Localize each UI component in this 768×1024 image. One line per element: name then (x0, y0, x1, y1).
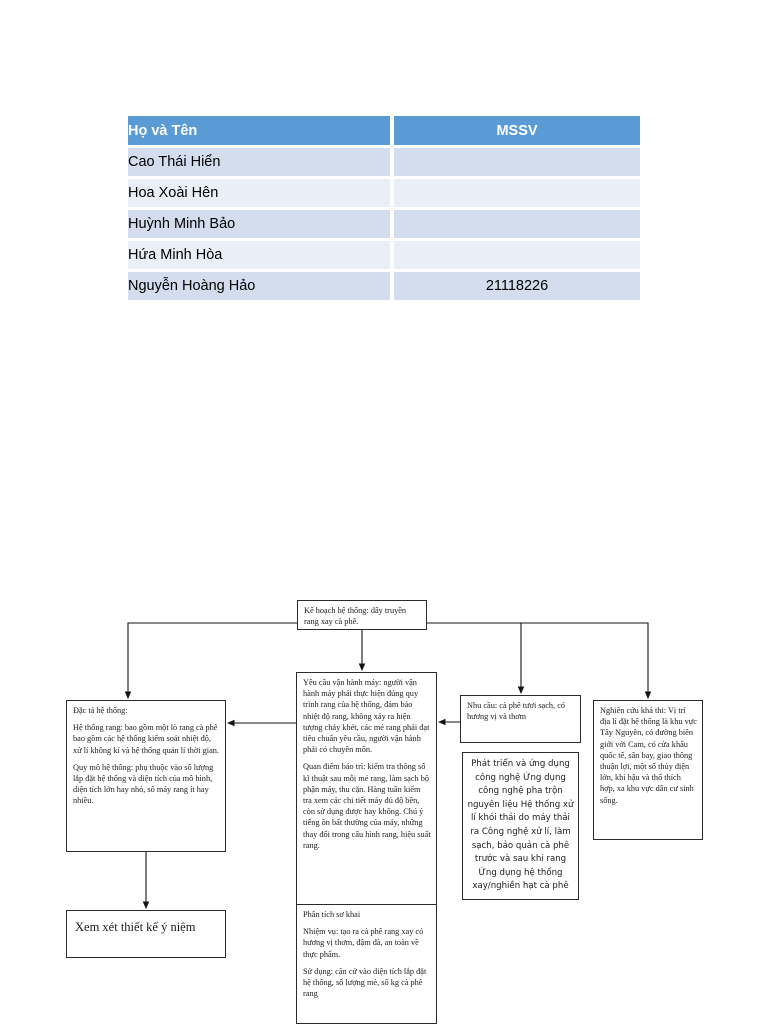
table-row: Huỳnh Minh Bảo (128, 210, 640, 238)
column-divider (390, 148, 394, 176)
row-spacer (128, 238, 640, 241)
table-header-row: Họ và Tên MSSV (128, 116, 640, 145)
cell-name: Huỳnh Minh Bảo (128, 210, 390, 238)
node-customer-need: Nhu cầu: cà phê tươi sạch, có hương vị v… (460, 695, 581, 743)
column-divider (390, 272, 394, 300)
column-divider (390, 210, 394, 238)
node-feasibility-study: Nghiên cứu khả thi: Vị trí địa lí đặt hệ… (593, 700, 703, 840)
node-system-specification: Đặc tả hệ thống: Hệ thống rang: bao gồm … (66, 700, 226, 852)
node-analysis-paragraph-2: Sử dụng: căn cứ vào diện tích lắp đặt hệ… (303, 966, 427, 999)
node-feasibility-text: Nghiên cứu khả thi: Vị trí địa lí đặt hệ… (600, 706, 697, 805)
node-apply-text: Phát triển và ứng dụng công nghệ Ứng dụn… (467, 759, 574, 892)
node-technology-application: Phát triển và ứng dụng công nghệ Ứng dụn… (462, 752, 579, 900)
connector-plan-to-need (427, 622, 525, 695)
node-operate-paragraph-1: Yêu cầu vận hành máy: người vận hành máy… (303, 678, 430, 755)
connector-plan-to-feasibility (427, 622, 652, 700)
node-spec-title: Đặc tả hệ thống: (73, 706, 128, 715)
column-divider (390, 116, 394, 145)
node-need-text: Nhu cầu: cà phê tươi sạch, có hương vị v… (467, 701, 566, 722)
node-system-plan: Kế hoạch hệ thống: dây truyền rang xay c… (297, 600, 427, 630)
node-operate-paragraph-2: Quan điểm bảo trì: kiểm tra thông số kĩ … (303, 762, 431, 850)
node-spec-paragraph-1: Hệ thống rang: bao gồm một lò rang cà ph… (73, 723, 219, 755)
connector-plan-to-spec (124, 622, 297, 700)
node-preliminary-analysis: Phân tích sơ khai Nhiệm vụ: tạo ra cà ph… (296, 904, 437, 1024)
table-header-mssv: MSSV (394, 116, 640, 145)
cell-mssv (394, 210, 640, 238)
row-spacer (128, 269, 640, 272)
row-spacer (128, 145, 640, 148)
cell-mssv (394, 179, 640, 207)
cell-name: Nguyễn Hoàng Hảo (128, 272, 390, 300)
table-header-name: Họ và Tên (128, 116, 390, 145)
node-machine-operation-requirements: Yêu cầu vận hành máy: người vận hành máy… (296, 672, 437, 904)
node-plan-text: Kế hoạch hệ thống: dây truyền rang xay c… (304, 606, 407, 627)
cell-name: Cao Thái Hiển (128, 148, 390, 176)
node-concept-design-review: Xem xét thiết kế ý niệm (66, 910, 226, 958)
node-review-text: Xem xét thiết kế ý niệm (75, 920, 196, 934)
table-row: Hoa Xoài Hên (128, 179, 640, 207)
column-divider (390, 179, 394, 207)
table-row: Hứa Minh Hòa (128, 241, 640, 269)
cell-mssv: 21118226 (394, 272, 640, 300)
row-spacer (128, 207, 640, 210)
node-spec-paragraph-2: Quy mô hệ thống: phụ thuộc vào số lượng … (73, 762, 214, 806)
node-analysis-title: Phân tích sơ khai (303, 910, 361, 919)
cell-mssv (394, 241, 640, 269)
cell-mssv (394, 148, 640, 176)
node-analysis-paragraph-1: Nhiệm vụ: tạo ra cà phê rang xay có hươn… (303, 927, 424, 959)
table-row: Nguyễn Hoàng Hảo 21118226 (128, 272, 640, 300)
student-roster-table: Họ và Tên MSSV Cao Thái Hiển Hoa Xoài Hê… (128, 116, 640, 300)
cell-name: Hoa Xoài Hên (128, 179, 390, 207)
row-spacer (128, 176, 640, 179)
column-divider (390, 241, 394, 269)
table-row: Cao Thái Hiển (128, 148, 640, 176)
cell-name: Hứa Minh Hòa (128, 241, 390, 269)
